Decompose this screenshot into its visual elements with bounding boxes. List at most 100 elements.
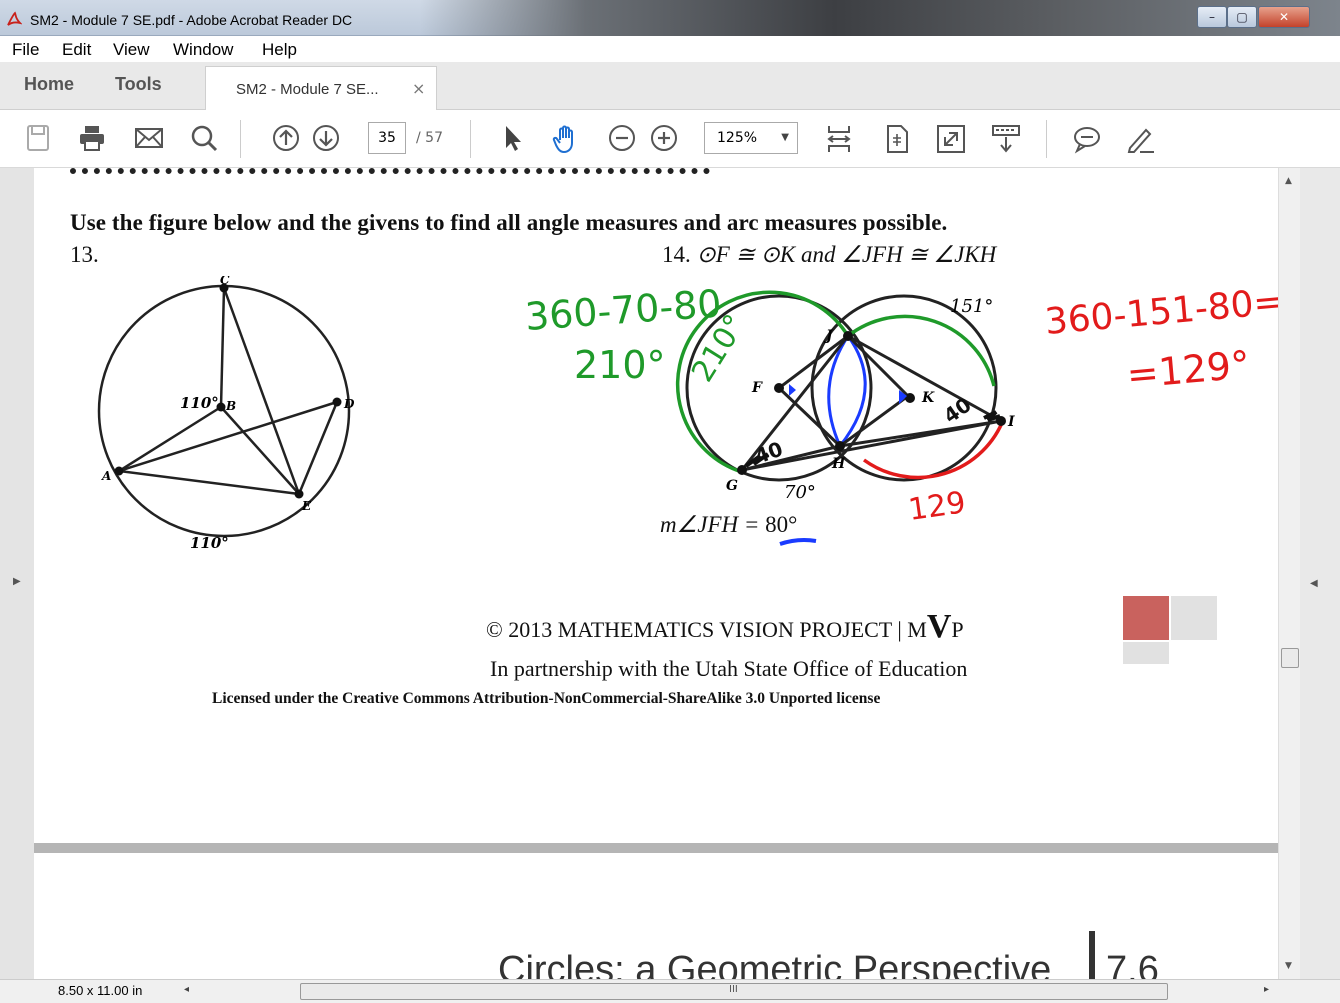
previous-text-cutoff (70, 168, 710, 180)
email-icon[interactable] (134, 124, 164, 152)
tab-document-label: SM2 - Module 7 SE... (236, 81, 379, 98)
pdf-page-35: Use the figure below and the givens to f… (34, 168, 1278, 843)
close-button[interactable]: ✕ (1258, 6, 1310, 28)
blue-angle-mark-f (789, 384, 796, 396)
point-d (332, 397, 342, 407)
tab-tools[interactable]: Tools (115, 74, 162, 94)
document-area[interactable]: ▶ Use the figure below and the givens to… (0, 168, 1340, 979)
minimize-button[interactable]: – (1197, 6, 1227, 28)
figure-14: J F K I H G 151° 70° 360-70-80 210° 210°… (524, 281, 1278, 528)
next-page-title: Circles: a Geometric Perspective (498, 949, 1052, 979)
scroll-grip: III (729, 984, 738, 995)
copyright-line: © 2013 MATHEMATICS VISION PROJECT | MVP (486, 608, 964, 646)
label-f: F (751, 380, 763, 396)
comment-icon[interactable] (1072, 124, 1102, 154)
right-panel-toggle[interactable]: ◀ (1300, 168, 1340, 979)
tab-close-icon[interactable]: × (412, 79, 426, 98)
angle-equation: m∠JFH = 80° (660, 512, 797, 538)
zoom-out-icon[interactable] (608, 124, 636, 152)
page-down-icon[interactable] (312, 124, 340, 152)
separator (240, 120, 241, 158)
partnership-line: In partnership with the Utah State Offic… (490, 656, 968, 681)
menu-edit[interactable]: Edit (62, 40, 92, 59)
separator (470, 120, 471, 158)
select-icon[interactable] (502, 124, 524, 152)
handwriting-green-result: 210° (574, 343, 666, 387)
left-panel-toggle[interactable]: ▶ (0, 168, 34, 979)
desktop-background (420, 0, 1340, 36)
point-a (114, 466, 124, 476)
menu-file[interactable]: File (12, 40, 40, 59)
circle-k (810, 294, 998, 482)
point-b (216, 402, 226, 412)
menu-view[interactable]: View (113, 40, 150, 59)
scroll-down-icon[interactable]: ▼ (1285, 961, 1292, 971)
acrobat-icon (7, 11, 22, 26)
title-divider (1089, 931, 1095, 979)
menu-bar: File Edit View Window Help (0, 36, 1340, 62)
search-icon[interactable] (190, 124, 218, 152)
title-bar: SM2 - Module 7 SE.pdf - Adobe Acrobat Re… (0, 0, 1340, 36)
scroll-up-icon[interactable]: ▲ (1285, 176, 1292, 186)
mvp-logo-gray-square (1171, 596, 1217, 640)
blue-angle-mark-k (899, 390, 907, 404)
rotate-icon[interactable] (884, 124, 910, 154)
scroll-left-icon[interactable]: ◂ (184, 984, 190, 995)
red-arc-k (862, 417, 1006, 480)
label-e: E (301, 499, 312, 513)
green-arc-k (846, 314, 996, 387)
zoom-in-icon[interactable] (650, 124, 678, 152)
vertical-scrollbar[interactable]: ▲ ▼ (1278, 168, 1300, 979)
pdf-page-36: Circles: a Geometric Perspective 7.6 (34, 853, 1278, 979)
mvp-logo-red-square (1123, 596, 1169, 640)
horizontal-scroll-thumb[interactable]: III (300, 983, 1168, 1000)
expand-left-icon[interactable]: ▶ (13, 576, 21, 587)
angle-mark-i (983, 410, 1001, 422)
handwriting-40-i: 40 (939, 392, 976, 428)
page-number-input[interactable]: 35 (368, 122, 406, 154)
menu-window[interactable]: Window (173, 40, 234, 59)
fig13-segments (118, 287, 339, 496)
point-e (294, 489, 304, 499)
point-j (843, 331, 853, 341)
hand-icon[interactable] (552, 124, 582, 154)
expand-right-icon[interactable]: ◀ (1310, 578, 1318, 589)
scroll-mode-icon[interactable] (990, 124, 1022, 154)
angle-equation-value: 80° (765, 512, 798, 537)
problem-14-header: 14. ⊙F ≅ ⊙K and ∠JFH ≅ ∠JKH (662, 242, 996, 268)
label-c: C (220, 276, 230, 287)
tab-document[interactable]: SM2 - Module 7 SE... × (205, 66, 437, 111)
next-page-number: 7.6 (1106, 949, 1159, 979)
zoom-select[interactable]: 125% ▼ (704, 122, 798, 154)
vertical-scroll-thumb[interactable] (1281, 648, 1299, 668)
label-b: B (225, 399, 236, 413)
page-total: / 57 (416, 130, 443, 146)
label-j: J (823, 328, 834, 344)
full-screen-icon[interactable] (936, 124, 966, 154)
angle-equation-prefix: m∠JFH = (660, 512, 766, 537)
maximize-button[interactable]: ▢ (1227, 6, 1257, 28)
copyright-text: © 2013 MATHEMATICS VISION PROJECT | M (486, 617, 927, 642)
page-up-icon[interactable] (272, 124, 300, 152)
blue-arc-left (827, 335, 850, 447)
zoom-value: 125% (717, 130, 758, 146)
print-icon[interactable] (78, 124, 106, 152)
menu-help[interactable]: Help (262, 40, 297, 59)
copyright-v: V (926, 608, 952, 645)
sign-icon[interactable] (1126, 124, 1156, 154)
label-a: A (101, 469, 111, 483)
point-g (737, 465, 747, 475)
copyright-p: P (951, 617, 964, 642)
tab-home[interactable]: Home (24, 74, 75, 94)
label-i: I (1007, 414, 1015, 430)
mvp-logo-gray-bar (1123, 642, 1169, 664)
window-title: SM2 - Module 7 SE.pdf - Adobe Acrobat Re… (30, 12, 353, 28)
save-icon[interactable] (26, 124, 50, 152)
green-arc-f (675, 290, 850, 474)
scroll-right-icon[interactable]: ▸ (1264, 984, 1270, 995)
handwriting-green-equation: 360-70-80 (524, 281, 723, 339)
page-gap (34, 843, 1278, 853)
license-line: Licensed under the Creative Commons Attr… (212, 690, 881, 707)
separator (1046, 120, 1047, 158)
fit-page-icon[interactable] (826, 124, 852, 154)
